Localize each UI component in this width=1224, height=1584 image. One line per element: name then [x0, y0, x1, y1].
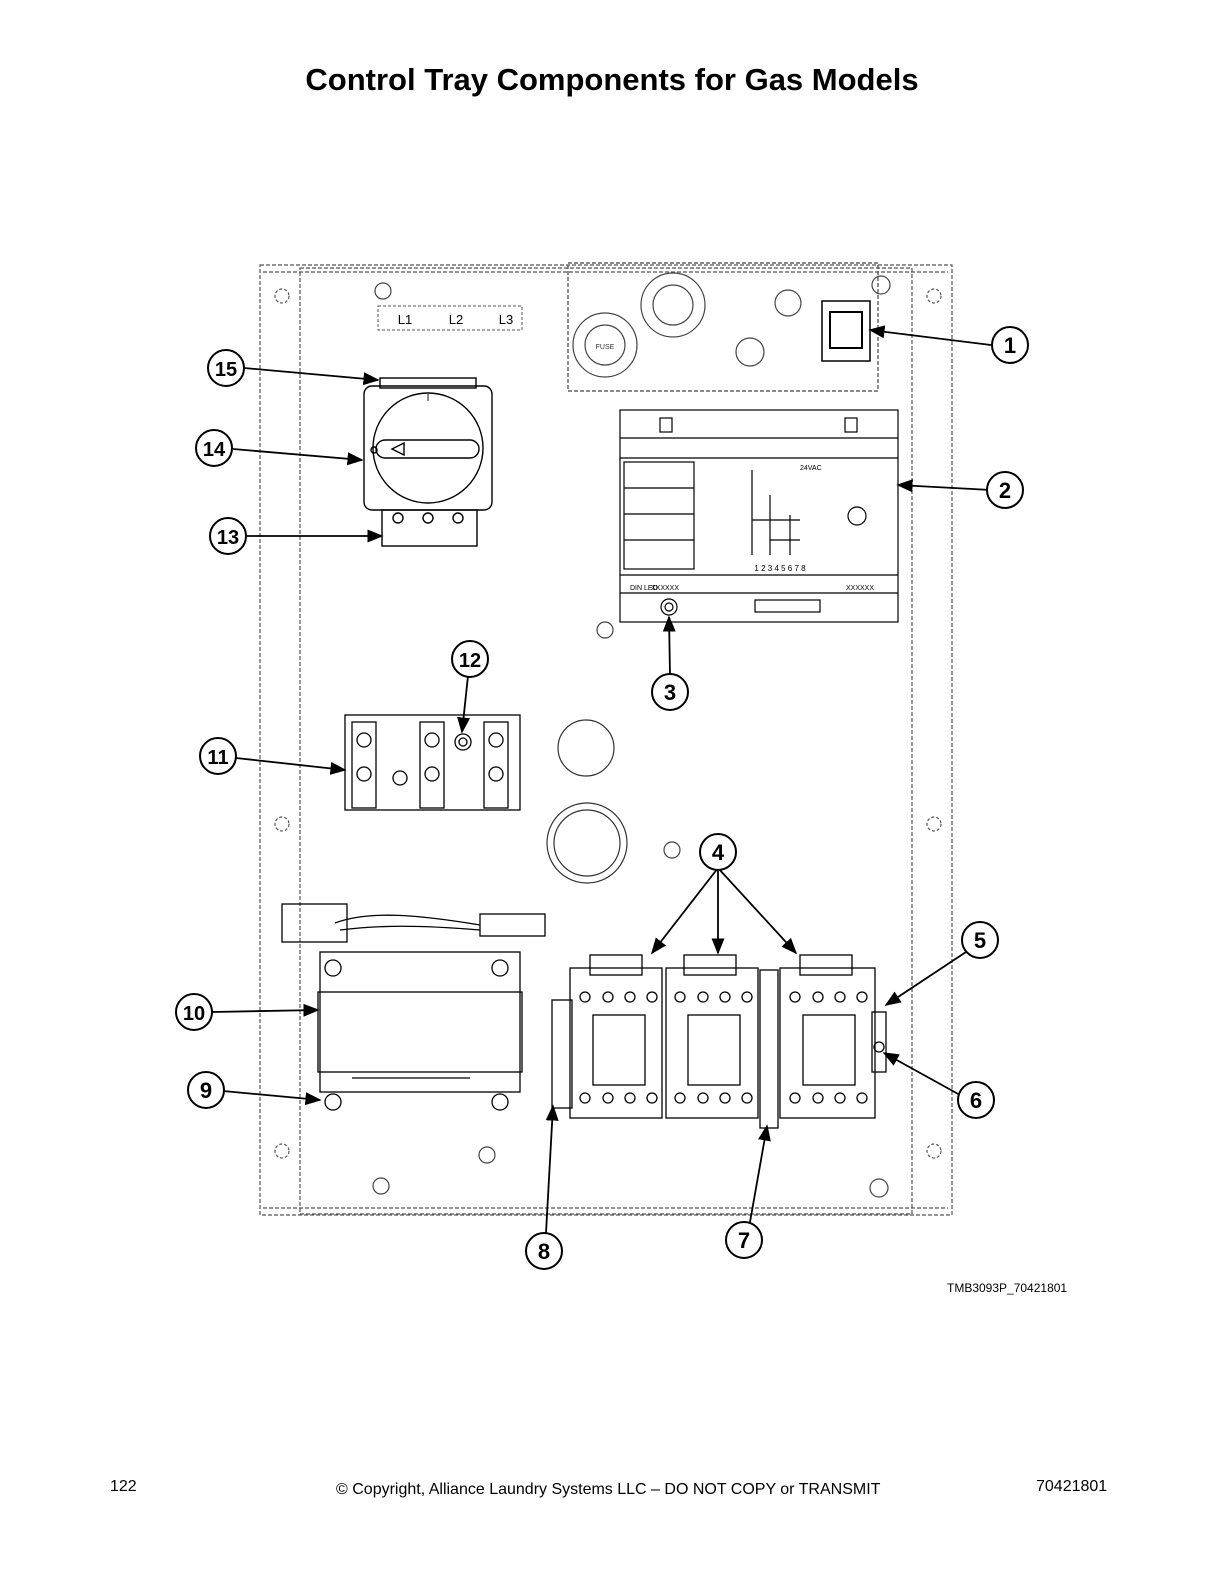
mounting-screws — [372, 275, 891, 1198]
module-code-left: XXXXXX — [651, 585, 679, 592]
callout-15: 15 — [207, 349, 245, 387]
module-reset-screw — [660, 598, 678, 616]
svg-text:8: 8 — [538, 1239, 550, 1264]
fuse-label: FUSE — [596, 344, 615, 351]
svg-text:5: 5 — [974, 928, 986, 953]
terminal-strip: L1 L2 L3 — [377, 305, 523, 331]
din-rail — [871, 1011, 887, 1073]
terminal-l2-label: L2 — [449, 312, 463, 327]
svg-text:13: 13 — [217, 527, 239, 549]
module-din-label: DIN LED — [630, 585, 658, 592]
svg-text:10: 10 — [183, 1003, 205, 1025]
page-title: Control Tray Components for Gas Models — [305, 62, 919, 97]
svg-text:9: 9 — [200, 1078, 212, 1103]
callout-8: 8 — [525, 1232, 563, 1270]
disconnect-switch: I — [363, 377, 493, 547]
terminal-blocks — [344, 714, 521, 811]
svg-text:1: 1 — [1004, 333, 1016, 358]
grommets — [546, 719, 628, 884]
terminal-l1-label: L1 — [398, 312, 412, 327]
callout-13: 13 — [209, 517, 247, 555]
callout-6: 6 — [957, 1081, 995, 1119]
svg-text:11: 11 — [207, 747, 228, 769]
callout-7: 7 — [725, 1221, 763, 1259]
svg-text:3: 3 — [664, 680, 676, 705]
module-code-right: XXXXXX — [846, 585, 874, 592]
svg-text:15: 15 — [215, 359, 237, 381]
switch-on-mark: I — [427, 393, 430, 404]
module-terminals: 1 2 3 4 5 6 7 8 — [754, 564, 806, 573]
callout-2: 2 — [986, 471, 1024, 509]
callouts: 1 2 3 4 5 6 7 8 9 10 11 12 13 14 15 — [175, 326, 1029, 1270]
callout-3: 3 — [651, 673, 689, 711]
callout-1: 1 — [991, 326, 1029, 364]
svg-text:6: 6 — [970, 1088, 982, 1113]
ground-screw — [454, 733, 472, 751]
svg-text:7: 7 — [738, 1228, 750, 1253]
callout-9: 9 — [187, 1071, 225, 1109]
callout-14: 14 — [195, 429, 233, 467]
document-number: 70421801 — [1036, 1478, 1108, 1495]
figure-id: TMB3093P_70421801 — [947, 1281, 1068, 1295]
terminal-l3-label: L3 — [499, 312, 513, 327]
leader-lines — [211, 325, 992, 1234]
contactor-bank — [551, 954, 876, 1129]
svg-text:12: 12 — [459, 650, 481, 672]
indicator-light — [821, 300, 871, 362]
callout-11: 11 — [199, 737, 237, 775]
callout-12: 12 — [451, 640, 489, 678]
callout-4: 4 — [699, 833, 737, 871]
control-module: 1 2 3 4 5 6 7 8 XXXXXX XXXXXX DIN LED 24… — [619, 409, 899, 623]
svg-text:2: 2 — [999, 478, 1011, 503]
module-supply-label: 24VAC — [800, 465, 822, 472]
keyhole-slots — [274, 288, 942, 1159]
callout-5: 5 — [961, 921, 999, 959]
page-number: 122 — [110, 1478, 137, 1495]
transformer — [281, 903, 546, 1111]
svg-text:4: 4 — [712, 840, 725, 865]
svg-text:14: 14 — [203, 439, 226, 461]
copyright-notice: © Copyright, Alliance Laundry Systems LL… — [336, 1481, 881, 1498]
tray-panel — [259, 264, 953, 1216]
callout-10: 10 — [175, 993, 213, 1031]
